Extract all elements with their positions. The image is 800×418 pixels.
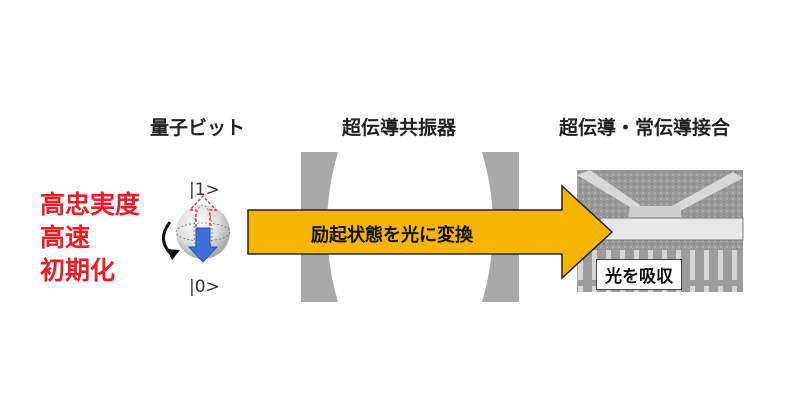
arrow-label: 励起状態を光に変換	[311, 225, 473, 246]
resonator-heading: 超伝導共振器	[342, 117, 457, 139]
initialization-text: 初期化	[40, 256, 116, 285]
ground-arrow	[187, 227, 219, 263]
qubit-heading: 量子ビット	[150, 117, 246, 139]
fidelity-text: 高忠実度	[40, 190, 141, 219]
ket-zero-label: |0>	[189, 277, 220, 297]
left-red-text: 高忠実度 高速 初期化	[40, 188, 140, 287]
ket-one-label: |1>	[189, 180, 220, 200]
rotation-arrow-icon	[162, 221, 180, 260]
junction-heading: 超伝導・常伝導接合	[559, 117, 731, 139]
arrow-shape	[247, 184, 614, 280]
fast-text: 高速	[40, 223, 91, 252]
conversion-arrow	[247, 184, 614, 280]
qubit-sphere	[175, 194, 231, 263]
absorb-label: 光を吸収	[596, 259, 682, 290]
